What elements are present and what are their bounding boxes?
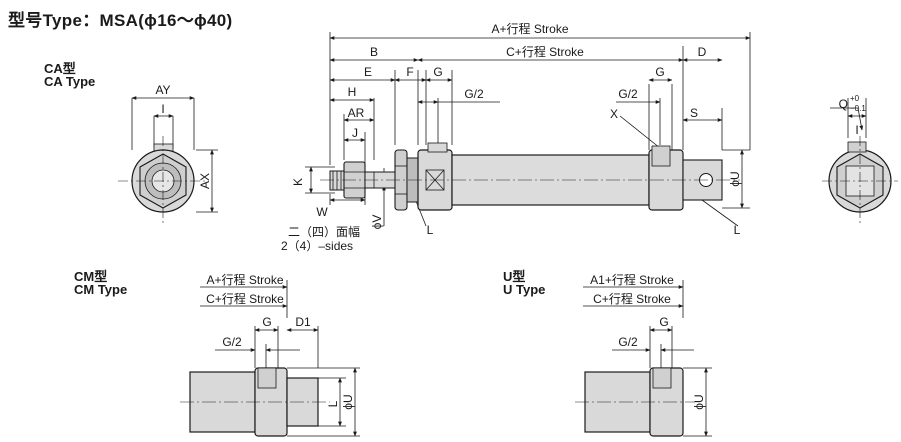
ca-label-en: CA Type (44, 74, 96, 89)
dim-a-stroke: A+行程 Stroke (491, 21, 568, 36)
dim-u: ϕU (728, 171, 742, 186)
dim-d: D (698, 45, 707, 59)
dim-s: S (690, 106, 698, 120)
q-dim-q: Q (839, 97, 848, 111)
u-dim-a1-stroke: A1+行程 Stroke (590, 272, 674, 287)
cm-label-en: CM Type (74, 282, 128, 297)
dim-ar: AR (348, 106, 365, 120)
cm-dim-g-half: G/2 (222, 335, 242, 349)
dim-f: F (406, 65, 413, 79)
note-sides-cn: 二（四）面幅 (288, 224, 360, 239)
u-dim-g-half: G/2 (618, 335, 638, 349)
dim-q-line (857, 107, 864, 131)
u-dim-u: ϕU (692, 394, 706, 409)
cm-dim-a-stroke: A+行程 Stroke (206, 272, 283, 287)
cylinder-side-view (320, 142, 740, 211)
dim-l-right: L (734, 223, 741, 237)
u-dim-c-stroke: C+行程 Stroke (593, 291, 671, 306)
dim-c-stroke: C+行程 Stroke (506, 44, 584, 59)
dim-b: B (370, 45, 378, 59)
dim-h: H (348, 85, 357, 99)
cm-dim-c-stroke: C+行程 Stroke (206, 291, 284, 306)
dim-k: K (291, 178, 305, 186)
dim-g-half-right: G/2 (618, 87, 638, 101)
cm-dim-d1: D1 (295, 315, 311, 329)
dim-l-left: L (427, 223, 434, 237)
ca-dim-ay: AY (155, 83, 170, 97)
cm-dim-u: ϕU (341, 394, 355, 409)
ca-label-cn: CA型 (44, 61, 76, 76)
page-title: 型号Type：MSA(ϕ16～ϕ40) (8, 11, 233, 30)
cm-dim-l: L (326, 400, 340, 407)
dim-v: ϕV (370, 215, 384, 230)
u-dim-g: G (659, 315, 668, 329)
cm-view (180, 280, 360, 437)
cm-label-cn: CM型 (74, 269, 108, 284)
leader-x (619, 115, 661, 149)
dim-e: E (364, 65, 372, 79)
dim-g: G (433, 65, 442, 79)
dim-j: J (352, 126, 358, 140)
ca-dim-ax: AX (198, 173, 212, 189)
dim-x: X (610, 107, 618, 121)
q-tol-plus: +0 (850, 94, 860, 103)
ca-type-label: CA型 CA Type (44, 62, 95, 88)
dim-g-half: G/2 (464, 87, 484, 101)
u-type-label: U型 U Type (503, 270, 545, 296)
q-tol-minus: −0.1 (850, 104, 866, 113)
note-sides-en: 2（4）–sides (281, 239, 353, 253)
q-dim-i: I (855, 123, 858, 137)
cm-type-label: CM型 CM Type (74, 270, 127, 296)
u-view (575, 280, 712, 437)
dim-w: W (316, 205, 328, 219)
ca-dim-i: I (161, 102, 164, 116)
q-end-view (822, 98, 898, 226)
u-label-cn: U型 (503, 269, 526, 284)
dim-g-right: G (655, 65, 664, 79)
ca-end-view (118, 96, 218, 226)
leader-l-right (701, 199, 739, 227)
u-label-en: U Type (503, 282, 546, 297)
cm-dim-g: G (262, 315, 271, 329)
